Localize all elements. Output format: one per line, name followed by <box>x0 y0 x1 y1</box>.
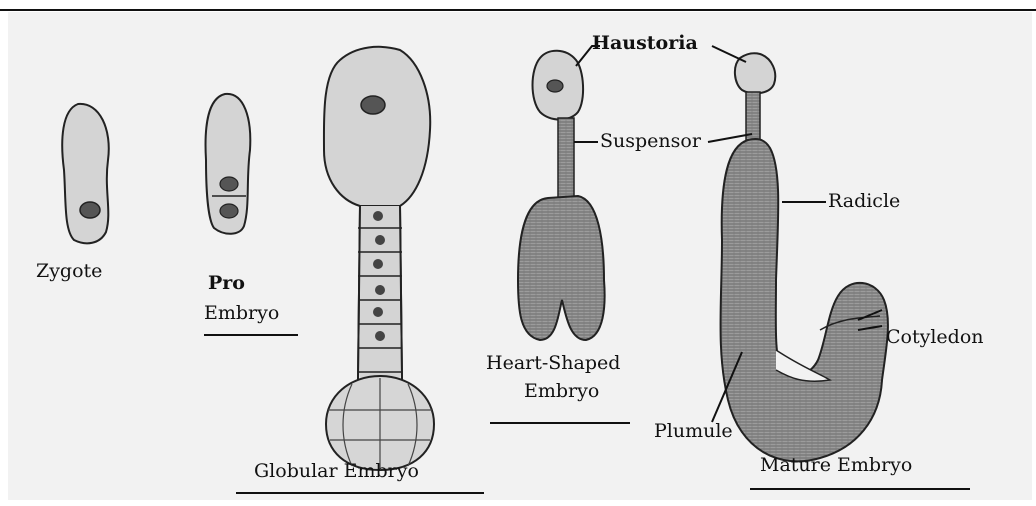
label-radicle: Radicle <box>828 192 900 211</box>
label-pro-embryo: Embryo <box>204 304 279 323</box>
heart-shaped-embryo <box>518 51 605 340</box>
underline-heart-embryo <box>490 422 630 424</box>
label-pro: Pro <box>208 274 245 293</box>
zygote-nucleus <box>80 202 100 218</box>
mature-embryo <box>721 53 888 461</box>
haustoria-pointer-right <box>712 46 746 62</box>
label-mature-embryo: Mature Embryo <box>760 456 912 475</box>
label-suspensor: Suspensor <box>600 132 701 151</box>
label-heart-embryo: Embryo <box>524 382 599 401</box>
underline-globular-embryo <box>236 492 484 494</box>
label-plumule: Plumule <box>654 422 733 441</box>
label-zygote: Zygote <box>36 262 102 281</box>
label-globular-embryo: Globular Embryo <box>254 462 419 481</box>
underline-pro-embryo <box>204 334 298 336</box>
label-cotyledon: Cotyledon <box>886 328 984 347</box>
pro-embryo <box>206 94 251 234</box>
label-heart-shaped: Heart-Shaped <box>486 354 620 373</box>
label-haustoria: Haustoria <box>592 34 698 53</box>
globular-embryo <box>324 47 434 470</box>
zygote-cell <box>62 104 109 243</box>
underline-mature-embryo <box>750 488 970 490</box>
